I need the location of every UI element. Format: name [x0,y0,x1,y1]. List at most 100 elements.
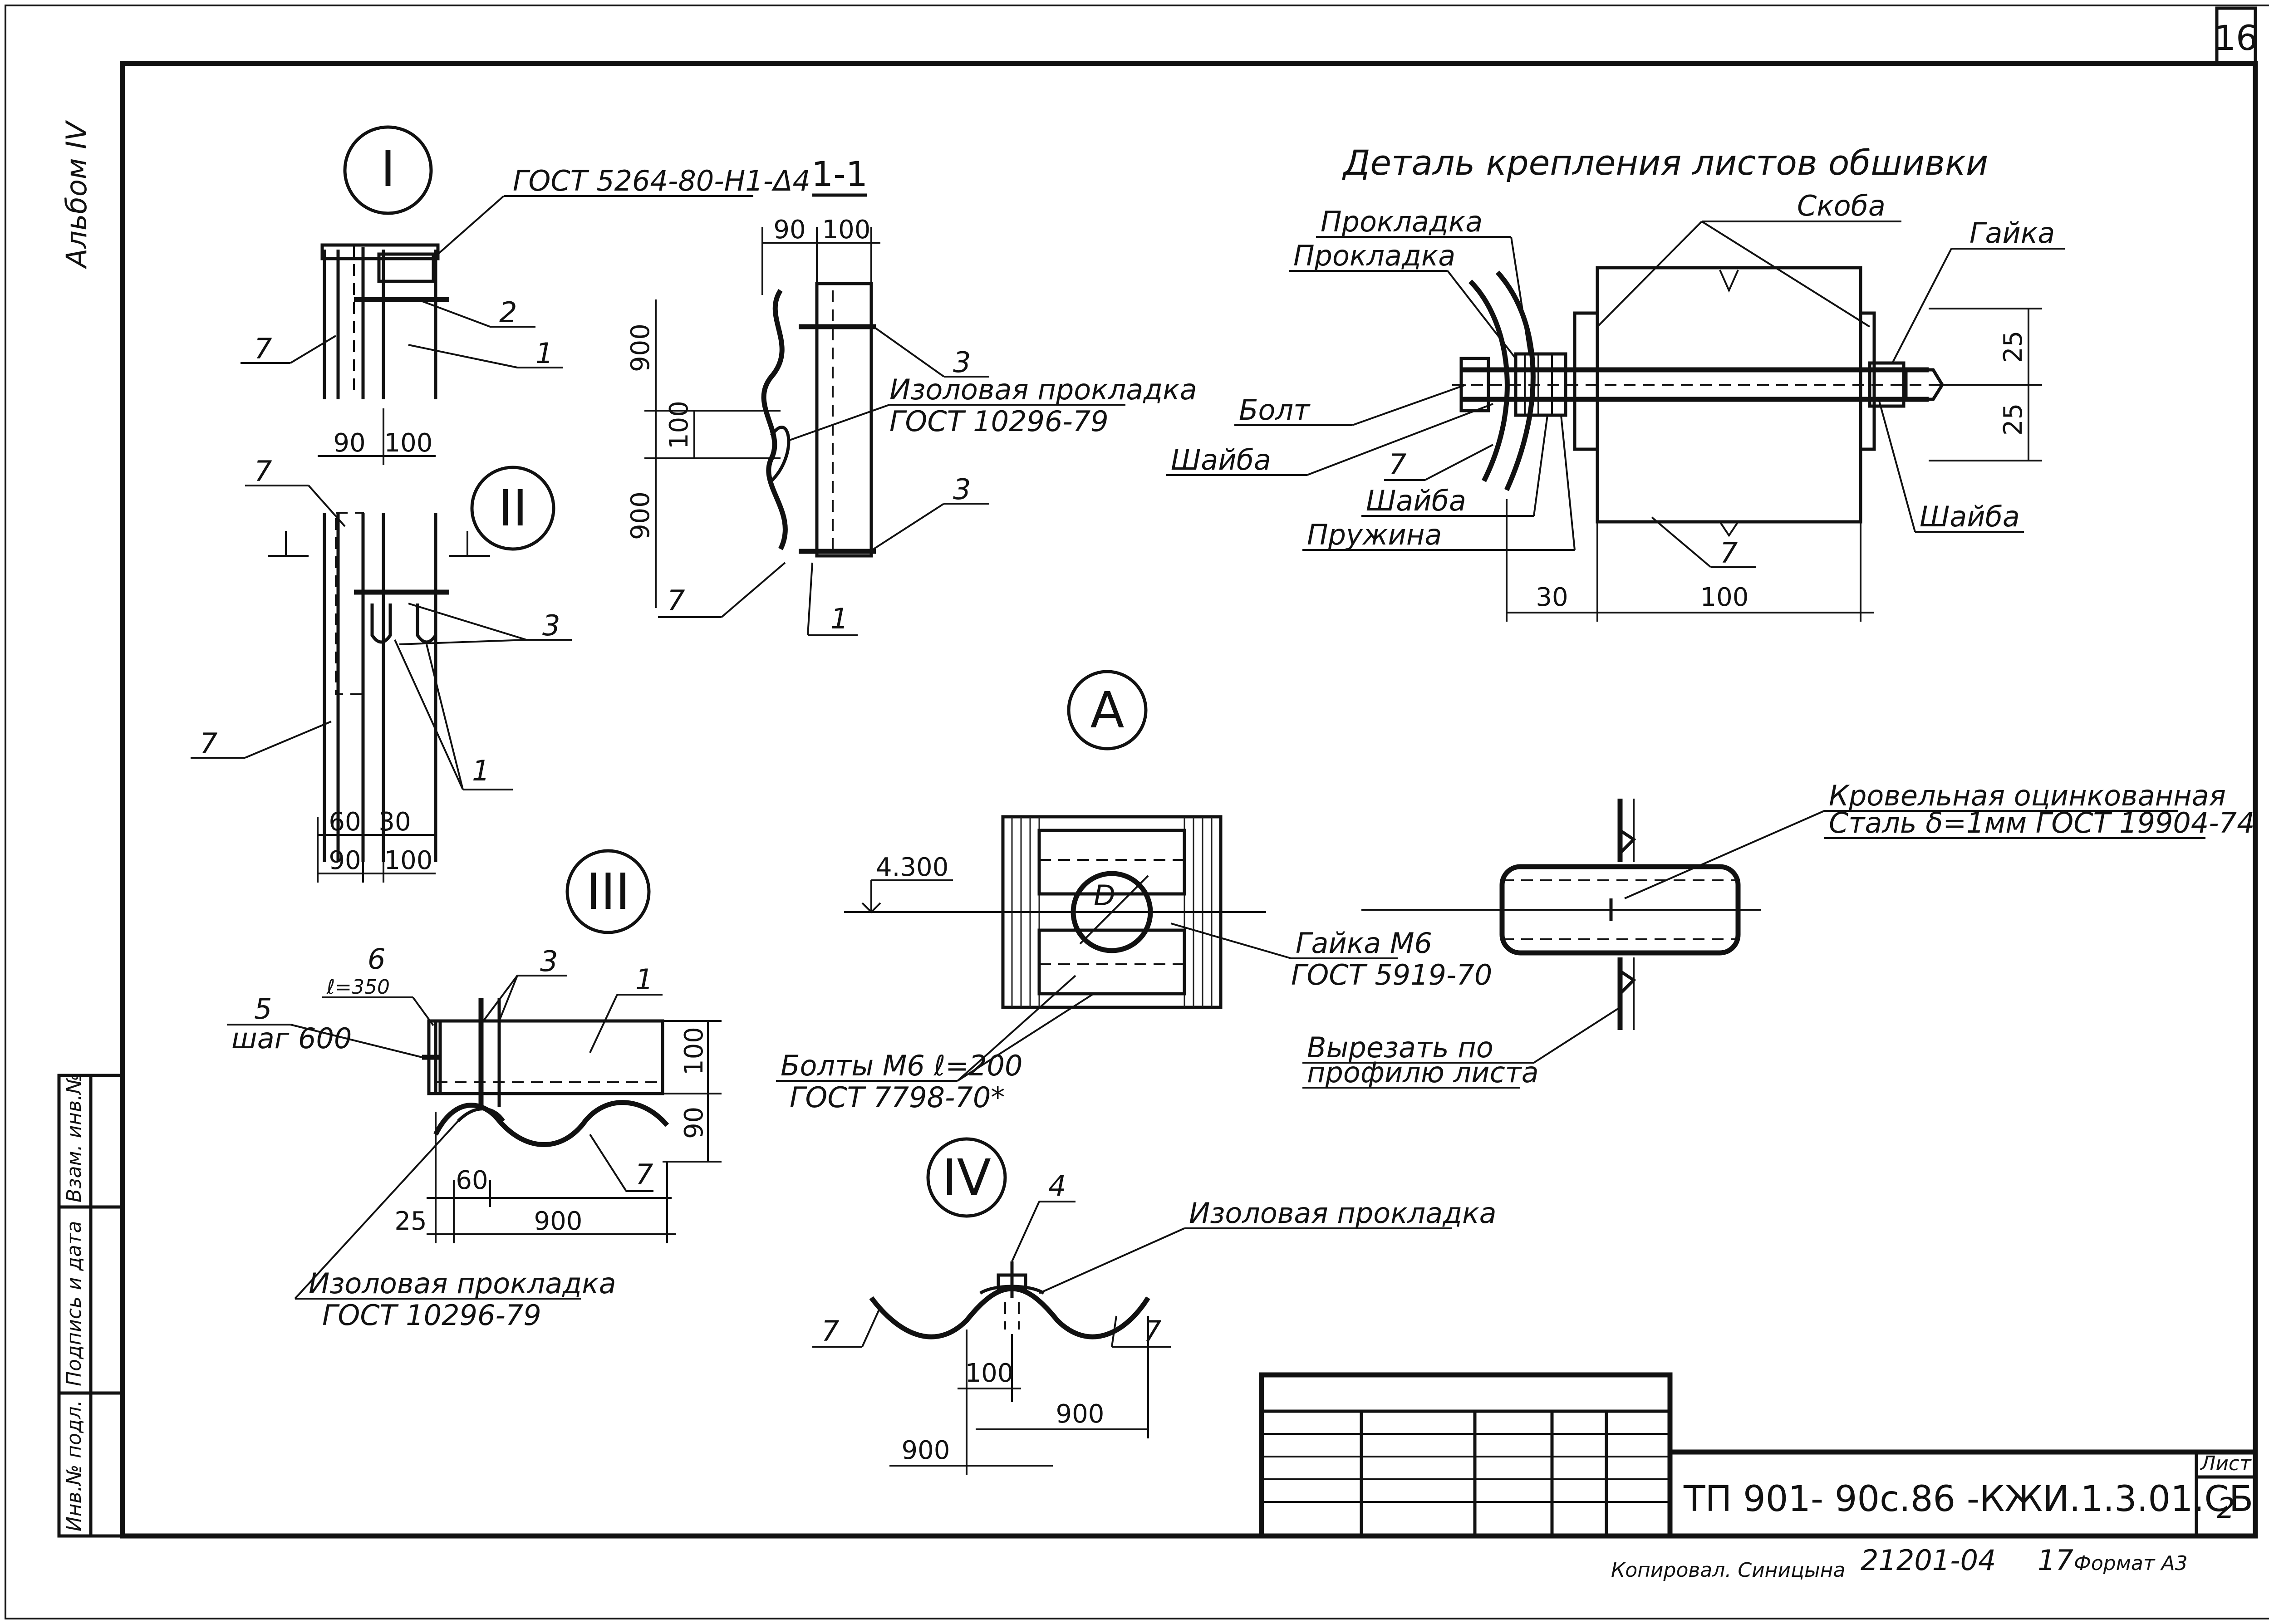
detail-I-callout-1: 1 [535,337,553,370]
section-gasket-gost: ГОСТ 10296-79 [889,405,1109,438]
detail-I-dim-90: 90 [333,428,365,458]
detail-III-dim-100: 100 [679,1027,709,1075]
view-A-nut-label: Гайка М6 [1296,927,1432,960]
fastening-label-washer-2: Шайба [1366,484,1466,517]
section-callout-3-bottom: 3 [953,473,971,506]
detail-III-marker-circle [565,849,651,934]
sheet-value: 2 [2217,1492,2235,1525]
detail-IV-marker: IV [942,1148,991,1207]
detail-I-dim-100: 100 [384,428,433,458]
roofing-steel-label-1: Кровельная оцинкованная [1829,779,2226,812]
detail-II-dim-60: 60 [329,807,361,837]
detail-IV-marker-circle [926,1137,1007,1218]
fastening-label-washer-1: Шайба [1171,443,1271,476]
sheet-label: Лист [2200,1452,2252,1475]
order-suffix: 17 [2038,1544,2073,1577]
detail-I-gost: ГОСТ 5264-80-Н1-Δ4 [513,164,810,197]
detail-III: III 6 ℓ=350 5 шаг 600 3 1 7 100 90 [227,849,722,1332]
document-code: ТП 901- 90с.86 -КЖИ.1.3.01.СБ [1683,1479,2253,1520]
sheet-frame: 16 Альбом IV Инв.№ подл. Подпись и дата … [5,5,2269,1619]
fastening-dim-100: 100 [1700,583,1749,612]
detail-IV-callout-7-right: 7 [1144,1315,1161,1348]
fastening-dim-25-bottom: 25 [1999,403,2028,436]
detail-IV-callout-7-left: 7 [821,1315,839,1348]
detail-III-gasket-gost: ГОСТ 10296-79 [322,1299,541,1332]
detail-III-marker: III [586,863,630,921]
detail-I-callout-2: 2 [499,296,517,329]
detail-IV-dim-900-lower: 900 [902,1436,950,1465]
detail-II-callout-1: 1 [472,754,490,787]
detail-III-callout-3: 3 [540,945,558,978]
detail-I-callout-7: 7 [254,332,272,365]
section-callout-3-top: 3 [953,346,971,379]
detail-IV: IV 4 Изоловая прокладка 7 7 100 900 900 [812,1137,1497,1475]
fastening-dim-25-top: 25 [1999,331,2028,363]
detail-III-dim-90: 90 [679,1107,709,1139]
detail-II-callout-3: 3 [542,609,560,642]
section-dim-100-top: 100 [822,215,871,245]
detail-II-dim-90: 90 [329,846,361,875]
detail-III-dim-25: 25 [394,1207,427,1236]
detail-II: II 7 3 7 1 60 30 90 100 [191,455,572,883]
detail-III-callout-1: 1 [635,963,653,996]
detail-III-gasket-label: Изоловая прокладка [309,1267,616,1300]
fastening-label-7b: 7 [1720,536,1738,569]
section-1-1: 1-1 90 100 900 100 900 3 Изоловая прокла… [626,154,1197,636]
detail-II-callout-7b: 7 [200,727,217,760]
section-callout-1: 1 [830,602,848,635]
view-A: A D 4.300 Гайка М6 ГОСТ 5919-70 Болты М6… [776,670,1492,1114]
fastening-label-washer-3: Шайба [1920,500,2020,533]
order-number: 21201-04 [1861,1544,1996,1577]
fastening-label-nut: Гайка [1969,216,2055,250]
section-dim-900-bottom: 900 [626,491,655,540]
detail-IV-dim-100: 100 [965,1359,1014,1388]
roofing-cut-label-1: Вырезать по [1307,1031,1493,1064]
fastening-label-bracket: Скоба [1797,189,1886,222]
detail-III-callout-5-step: шаг 600 [231,1022,352,1055]
detail-III-callout-6-len: ℓ=350 [326,976,390,999]
roofing-detail: Кровельная оцинкованная Сталь δ=1мм ГОСТ… [1302,779,2255,1089]
detail-III-callout-7: 7 [635,1158,653,1191]
fastening-label-bolt: Болт [1239,393,1311,427]
fastening-label-spring: Пружина [1307,518,1442,551]
fastening-label-gasket-2: Прокладка [1293,239,1455,272]
view-A-marker: A [1090,681,1124,739]
detail-IV-callout-4: 4 [1048,1169,1066,1202]
section-callout-7: 7 [667,584,685,617]
detail-I: I ГОСТ 5264-80-Н1-Δ4 7 2 1 90 100 [241,125,810,465]
roofing-cut-label-2: профилю листа [1307,1056,1539,1089]
detail-II-marker: II [498,479,528,537]
album-label: Альбом IV [60,119,93,270]
detail-III-callout-6: 6 [368,942,385,976]
detail-II-marker-circle [470,466,555,551]
margin-field-inv-orig: Инв.№ подл. [63,1400,86,1531]
sheet-format: Формат А3 [2074,1552,2188,1575]
section-dim-900-top: 900 [626,324,655,372]
margin-field-signature-date: Подпись и дата [63,1221,86,1386]
view-A-marker-circle [1067,670,1148,751]
detail-IV-gasket-label: Изоловая прокладка [1189,1197,1497,1230]
detail-II-dim-30: 30 [378,807,411,837]
view-A-nut-gost: ГОСТ 5919-70 [1291,958,1492,991]
section-gasket-label: Изоловая прокладка [889,373,1197,406]
view-A-level: 4.300 [876,853,948,882]
fastening-label-gasket-1: Прокладка [1321,205,1483,238]
fastening-detail: Деталь крепления листов обшивки Прокладк… [1166,142,2065,622]
detail-III-callout-5: 5 [254,992,272,1025]
detail-II-callout-7a: 7 [254,455,272,488]
detail-III-dim-900: 900 [534,1207,583,1236]
detail-III-dim-60: 60 [456,1166,488,1195]
detail-I-marker: I [381,140,395,198]
section-dim-100-side: 100 [664,401,694,449]
fastening-title: Деталь крепления листов обшивки [1342,142,1988,183]
section-dim-90: 90 [773,215,805,245]
detail-IV-dim-900-upper: 900 [1056,1399,1105,1429]
copied-by: Копировал. Синицына [1611,1559,1845,1582]
detail-II-dim-100: 100 [384,846,433,875]
view-A-diameter: D [1094,879,1115,912]
page-number: 16 [2214,18,2258,58]
detail-I-marker-circle [343,125,433,215]
margin-field-inv-replaced: Взам. инв.№ [63,1073,86,1202]
title-block: ТП 901- 90с.86 -КЖИ.1.3.01.СБ Лист 2 Коп… [1259,1372,2258,1582]
